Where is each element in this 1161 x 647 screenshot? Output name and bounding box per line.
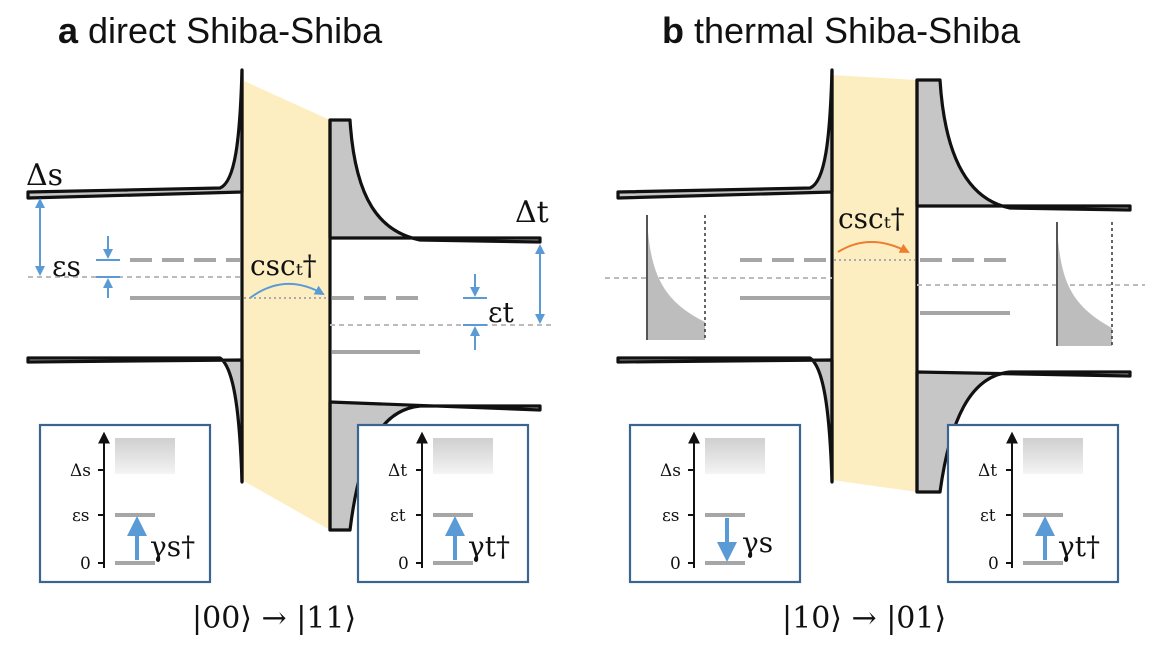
panel-a-tunnel-label: cscₜ† bbox=[250, 249, 317, 282]
panel-b-left-inset-operator: γs bbox=[742, 526, 773, 559]
panel-b-left-inset: Δs εs 0 γs bbox=[628, 423, 802, 584]
panel-a-right-inset-tick-label-1: Δt bbox=[388, 461, 407, 481]
panel-b-letter: b bbox=[662, 10, 684, 51]
panel-a-left-inset-tick-label-3: 0 bbox=[80, 554, 91, 574]
panel-a-eps-s-label: εs bbox=[52, 250, 81, 283]
panel-b-junction bbox=[832, 75, 917, 492]
panel-a-left-inset-band bbox=[115, 438, 175, 474]
panel-a-right-inset-tick-label-3: 0 bbox=[398, 554, 409, 574]
panel-b-left-inset-tick-label-3: 0 bbox=[670, 554, 681, 574]
panel-b-left-upper-gap bbox=[616, 68, 834, 200]
panel-a-left-inset-tick-label-2: εs bbox=[72, 506, 90, 526]
panel-b-tunnel-arrow bbox=[837, 241, 910, 253]
panel-b-left-occupation-fill bbox=[647, 218, 705, 340]
panel-b-right-inset-operator: γt† bbox=[1058, 530, 1100, 563]
panel-a-junction bbox=[242, 80, 330, 530]
panel-a-right-upper-gap bbox=[328, 118, 542, 244]
panel-b-tunnel-label: cscₜ† bbox=[838, 202, 905, 235]
panel-a-left-inset-tick-label-1: Δs bbox=[70, 461, 91, 481]
panel-a-right-inset-operator: γt† bbox=[468, 530, 510, 563]
panel-b-right-inset: Δt εt 0 γt† bbox=[946, 423, 1120, 584]
panel-b-left-inset-band bbox=[705, 438, 765, 474]
panel-a-eps-t-label: εt bbox=[488, 296, 515, 329]
panel-b-left-inset-tick-label-1: Δs bbox=[660, 461, 681, 481]
panel-a-delta-t-label: Δt bbox=[515, 195, 549, 230]
panel-a-right-inset-tick-label-2: εt bbox=[390, 506, 406, 526]
panel-b-transition-label: |10⟩ → |01⟩ bbox=[782, 601, 946, 636]
panel-a-transition-label: |00⟩ → |11⟩ bbox=[192, 601, 356, 636]
panel-a-right-inset: Δt εt 0 γt† bbox=[356, 423, 530, 584]
panel-b-right-inset-tick-label-1: Δt bbox=[978, 461, 997, 481]
panel-b-title-text: thermal Shiba-Shiba bbox=[694, 10, 1021, 51]
panel-a-tunnel-arrow bbox=[249, 283, 325, 299]
panel-a-left-inset-operator: γs† bbox=[150, 530, 195, 563]
panel-b-right-occupation-fill bbox=[1057, 225, 1112, 346]
panel-b-right-lower-gap bbox=[915, 370, 1132, 494]
panel-a-letter: a bbox=[58, 10, 79, 51]
panel-b-right-inset-tick-label-2: εt bbox=[980, 506, 996, 526]
panel-b-right-inset-tick-label-3: 0 bbox=[988, 554, 999, 574]
panel-a-title-text: direct Shiba-Shiba bbox=[88, 10, 383, 51]
panel-b-right-upper-gap bbox=[915, 78, 1132, 212]
panel-a-delta-s-label: Δs bbox=[26, 158, 63, 193]
panel-b-left-inset-tick-label-2: εs bbox=[662, 506, 680, 526]
panel-b-right-inset-band bbox=[1023, 438, 1083, 474]
panel-a-right-inset-band bbox=[433, 438, 493, 474]
panel-a-left-inset: Δs εs 0 γs† bbox=[38, 423, 212, 584]
